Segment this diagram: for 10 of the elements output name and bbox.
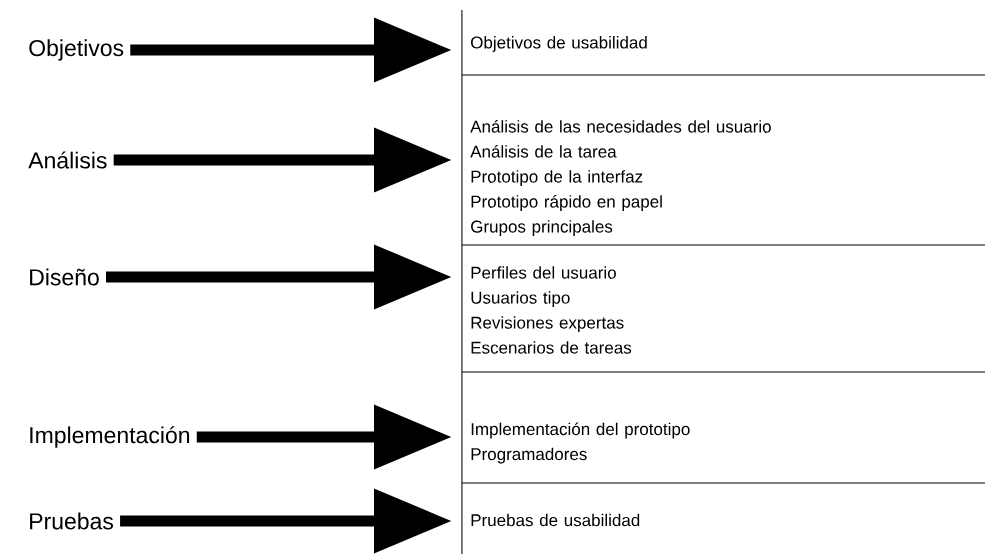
activity-list: Perfiles del usuario Usuarios tipo Revisiones expertas Escenarios de tareas [471, 266, 632, 354]
activity-list: Pruebas de usabilidad [471, 513, 640, 527]
phase-label: Implementación [30, 426, 190, 448]
activity-list: Análisis de las necesidades del usuario Análisis de la tarea Prototipo de la interfaz Prototipo rápido en papel Grupos principales [470, 120, 771, 236]
phase-label: Análisis [28, 151, 107, 169]
phase-label: Pruebas [30, 512, 114, 530]
phase-label: Diseño [30, 268, 99, 286]
activity-list: Implementación del prototipo Programadores [471, 422, 690, 464]
activity-list: Objetivos de usabilidad [471, 36, 647, 52]
phase-label: Objetivos [29, 39, 124, 61]
